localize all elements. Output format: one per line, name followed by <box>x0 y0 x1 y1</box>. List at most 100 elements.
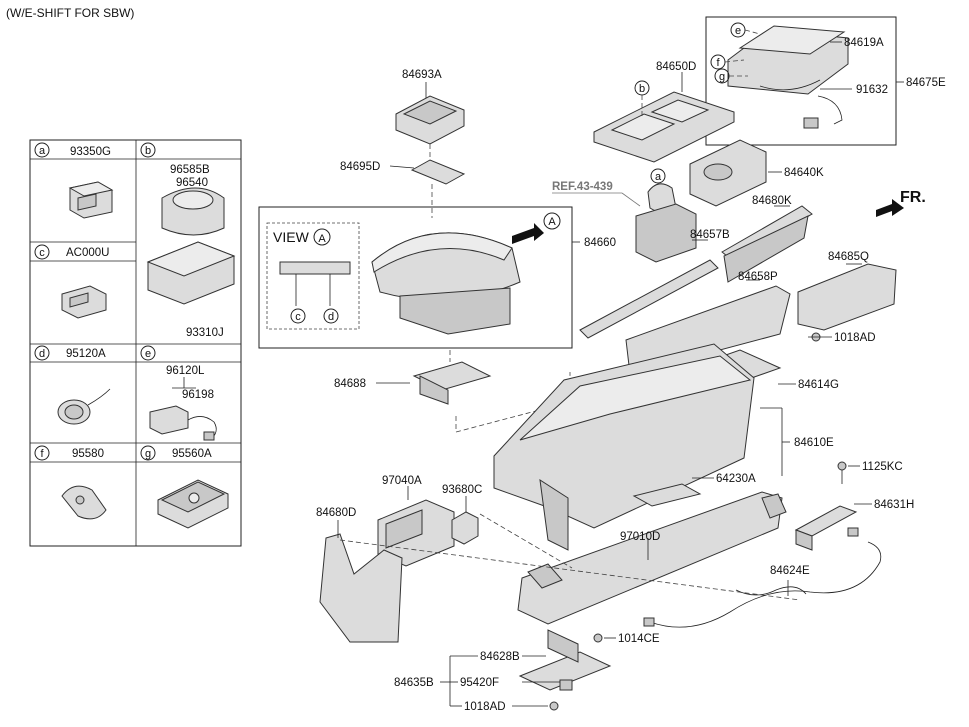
part-label-1125KC: 1125KC <box>862 461 903 473</box>
svg-text:d: d <box>328 311 334 323</box>
header-note: (W/E-SHIFT FOR SBW) <box>6 6 135 20</box>
table-cell-letter: a <box>39 145 46 157</box>
part-label-64230A: 64230A <box>716 473 756 485</box>
console-84610E: 84610E <box>493 343 834 551</box>
table-cell-code: 95580 <box>72 448 104 460</box>
part-label-84624E: 84624E <box>770 565 810 577</box>
callout-f: f <box>710 54 745 70</box>
callout-c: c <box>290 308 306 324</box>
callout-d: d <box>323 308 339 324</box>
part-label-84675E: 84675E <box>906 77 946 89</box>
part-label-84631H: 84631H <box>874 499 914 511</box>
vent-97040A: 97040A <box>377 475 455 567</box>
switch-a-drawing <box>68 181 114 219</box>
wireless-charger-g-drawing <box>157 479 229 529</box>
part-label-84695D: 84695D <box>340 161 380 173</box>
cover-84640K: 84640K <box>689 139 824 207</box>
part-label-84680D: 84680D <box>316 507 356 519</box>
table-cell-code: 93350G <box>70 146 111 158</box>
accessory-table: a 93350G b c AC000U d 95120A e f 95580 <box>29 139 242 547</box>
table-cell-letter: e <box>145 348 151 360</box>
table-cell-e: e <box>140 345 156 361</box>
svg-text:f: f <box>716 57 720 69</box>
smart-key-f-drawing <box>61 485 107 520</box>
part-label-97010D: 97010D <box>620 531 660 543</box>
callout-b: b <box>634 80 650 118</box>
table-cell-f: f 95580 <box>34 445 104 461</box>
view-arrow-letter: A <box>548 216 556 228</box>
part-label-84614G: 84614G <box>798 379 839 391</box>
bracket-64230A: 64230A <box>632 473 756 507</box>
bracket-84688: 84688 <box>334 361 492 405</box>
table-cell-g: g 95560A <box>140 445 212 461</box>
table-sub-label: 96198 <box>182 389 214 401</box>
table-cell-b: b <box>140 142 156 158</box>
part-label-84657B: 84657B <box>690 229 730 241</box>
table-sub-label: 96585B <box>170 164 210 176</box>
view-letter: A <box>318 233 326 245</box>
table-cell-code: AC000U <box>66 247 109 259</box>
switch-c-drawing <box>61 285 107 319</box>
table-sub-label: 93310J <box>186 327 224 339</box>
front-arrow: FR. <box>876 189 926 217</box>
part-label-84688: 84688 <box>334 378 366 390</box>
storage-box-group: 84619A 91632 84675E <box>705 16 946 146</box>
armrest-84660-box: VIEW A 84660 A <box>258 206 616 349</box>
table-cell-letter: b <box>145 145 151 157</box>
callout-g: g <box>714 68 748 84</box>
part-label-97040A: 97040A <box>382 475 422 487</box>
panel-84680D: 84680D <box>316 507 403 643</box>
table-cell-a: a 93350G <box>34 142 111 158</box>
cover-84650D: 84650D <box>593 61 735 163</box>
part-label-1014CE: 1014CE <box>618 633 660 645</box>
part-label-84640K: 84640K <box>784 167 824 179</box>
panel-84680K: 84680K <box>721 195 813 283</box>
svg-text:b: b <box>639 83 645 95</box>
svg-text:c: c <box>295 311 301 323</box>
callout-a: a <box>650 168 666 184</box>
module-93680C: 93680C <box>442 484 482 545</box>
part-label-84619A: 84619A <box>844 37 884 49</box>
rail-84657B: 84657B <box>579 229 730 339</box>
svg-text:g: g <box>719 71 725 83</box>
part-label-84650D: 84650D <box>656 61 696 73</box>
part-label-84685Q: 84685Q <box>828 251 869 263</box>
panel-84685Q: 84685Q <box>797 251 897 331</box>
tray-84693A: 84693A <box>395 69 465 145</box>
part-label-95420F: 95420F <box>460 677 499 689</box>
part-label-84610E: 84610E <box>794 437 834 449</box>
front-label: FR. <box>900 189 926 206</box>
ref-label: REF.43-439 <box>552 181 613 193</box>
screw-1014CE: 1014CE <box>593 633 660 645</box>
table-cell-letter: f <box>40 448 44 460</box>
svg-text:e: e <box>735 25 741 37</box>
table-sub-label: 96540 <box>176 177 208 189</box>
svg-text:a: a <box>655 171 662 183</box>
bracket-84628B: 84628B 84635B 95420F 1018AD <box>394 629 612 713</box>
table-sub-label: 96120L <box>166 365 205 377</box>
part-label-84628B: 84628B <box>480 651 520 663</box>
bracket-84631H: 84631H <box>794 499 914 551</box>
mat-84695D: 84695D <box>340 159 466 185</box>
table-cell-letter: c <box>39 247 45 259</box>
shifter-assy: REF.43-439 <box>552 181 697 263</box>
bolt-1125KC: 1125KC <box>837 461 903 484</box>
table-cell-d: d 95120A <box>34 345 106 361</box>
screw-1018AD-a: 1018AD <box>808 332 876 344</box>
table-cell-letter: g <box>145 448 151 460</box>
table-cell-letter: d <box>39 348 45 360</box>
shift-knob-b-drawing <box>146 187 236 305</box>
part-label-1018AD: 1018AD <box>834 332 876 344</box>
part-label-91632: 91632 <box>856 84 888 96</box>
table-cell-c: c AC000U <box>34 244 109 260</box>
table-cell-code: 95120A <box>66 348 106 360</box>
wiring-84624E: 84624E <box>643 527 882 628</box>
part-label-1018AD: 1018AD <box>464 701 506 713</box>
part-label-93680C: 93680C <box>442 484 482 496</box>
part-label-84693A: 84693A <box>402 69 442 81</box>
duct-97010D: 97010D <box>517 491 787 625</box>
power-outlet-d-drawing <box>57 388 111 425</box>
callout-e: e <box>730 22 761 38</box>
part-label-84680K: 84680K <box>752 195 792 207</box>
